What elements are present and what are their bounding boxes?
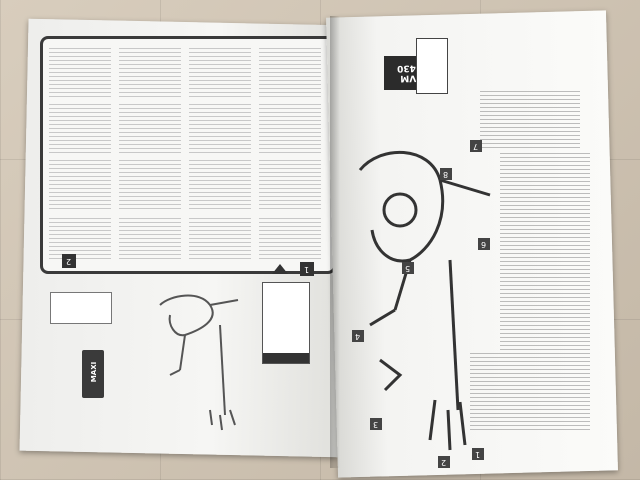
text-block bbox=[470, 350, 590, 430]
warning-label bbox=[262, 282, 310, 364]
callout-5: 5 bbox=[402, 262, 414, 274]
text-cell bbox=[259, 215, 321, 259]
text-cell bbox=[259, 159, 321, 209]
text-cell bbox=[49, 159, 111, 209]
text-block bbox=[480, 88, 580, 148]
exercise-bike-illustration-small bbox=[159, 294, 239, 431]
translation-panel bbox=[40, 36, 336, 274]
text-cell bbox=[119, 215, 181, 259]
text-cell bbox=[189, 215, 251, 259]
product-sticker bbox=[50, 292, 112, 324]
text-cell bbox=[119, 47, 181, 97]
callout-8: 8 bbox=[440, 168, 452, 180]
callout-1: 1 bbox=[472, 448, 484, 460]
dimension-label bbox=[416, 38, 448, 94]
text-cell bbox=[189, 159, 251, 209]
warning-bar bbox=[263, 353, 309, 363]
text-cell bbox=[49, 103, 111, 153]
arrow-up-icon bbox=[272, 264, 288, 274]
callout-7: 7 bbox=[470, 140, 482, 152]
text-cell bbox=[49, 215, 111, 259]
panel-step-number: 1 bbox=[300, 262, 314, 276]
text-block bbox=[500, 150, 590, 350]
exercise-bike-illustration bbox=[358, 150, 491, 451]
text-cell bbox=[49, 47, 111, 97]
model-label: VM 430 bbox=[384, 56, 416, 90]
text-cell bbox=[259, 103, 321, 153]
panel-step-number: 2 bbox=[62, 254, 76, 268]
maxi-badge: MAXI bbox=[82, 350, 104, 398]
text-cell bbox=[259, 47, 321, 97]
callout-6: 6 bbox=[478, 238, 490, 250]
text-cell bbox=[119, 103, 181, 153]
callout-4: 4 bbox=[352, 330, 364, 342]
callout-3: 3 bbox=[370, 418, 382, 430]
text-cell bbox=[119, 159, 181, 209]
book-spine bbox=[330, 16, 340, 468]
text-cell bbox=[189, 103, 251, 153]
text-cell bbox=[189, 47, 251, 97]
callout-2: 2 bbox=[438, 456, 450, 468]
